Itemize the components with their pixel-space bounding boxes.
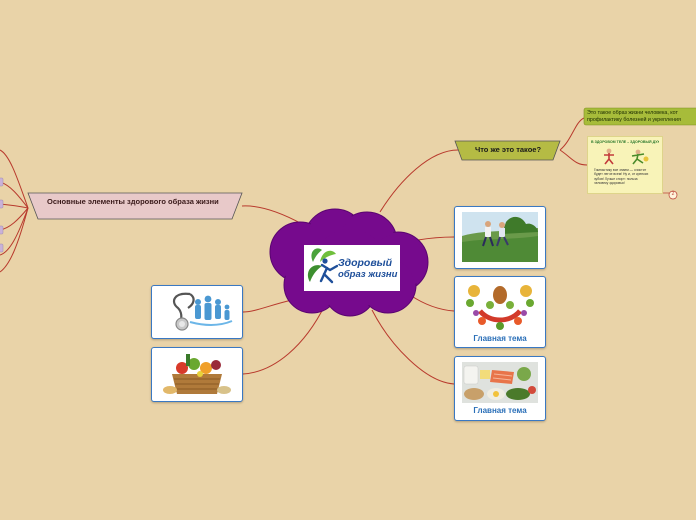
poster-note-card[interactable]: В ЗДОРОВОМ ТЕЛЕ – ЗДОРОВЫЙ ДУХ Гимнастик… [587, 136, 663, 194]
card-fruit-face[interactable]: Главная тема [454, 276, 546, 348]
topic-what-is-shape[interactable] [454, 140, 561, 161]
topic-elements-label[interactable]: Основные элементы здорового образа жизни [47, 197, 219, 206]
healthy-food-photo [462, 362, 538, 403]
logo-line-2: образ жизни [338, 269, 398, 280]
connector-elements [241, 205, 303, 225]
connector-definition [559, 117, 585, 151]
connector-fruit [409, 294, 455, 312]
card-doctor[interactable] [151, 285, 243, 339]
connector-left-sub-3 [0, 203, 29, 209]
connector-left-sub-1 [0, 149, 29, 209]
fruit-vegetable-face-photo [462, 281, 538, 331]
card-healthy-food-label: Главная тема [473, 406, 527, 415]
connector-poster [559, 149, 588, 166]
healthy-lifestyle-logo-icon [307, 248, 339, 284]
poster-text: Гимнастику все знаем — очистит будет лег… [594, 168, 649, 186]
stethoscope-family-icon [172, 292, 233, 331]
connector-left-sub-6 [0, 207, 29, 273]
connector-food [371, 309, 455, 385]
connector-left-sub-5 [0, 207, 29, 256]
central-logo-text: Здоровый образ жизни [336, 257, 402, 281]
connector-running [417, 236, 455, 241]
definition-note-shape[interactable] [583, 107, 696, 126]
central-logo-panel [304, 245, 400, 291]
couple-running-photo [462, 212, 538, 262]
connector-what-is [379, 149, 459, 213]
comment-badge[interactable] [668, 190, 678, 200]
grocery-basket-photo [163, 354, 231, 394]
topic-elements-shape[interactable] [27, 192, 243, 220]
card-healthy-food[interactable]: Главная тема [454, 356, 546, 421]
card-running[interactable] [454, 206, 546, 269]
left-subnode-1[interactable] [0, 177, 4, 187]
definition-note-text[interactable]: Это такое образ жизни человека, кот проф… [587, 110, 681, 123]
central-bubble[interactable] [269, 208, 429, 317]
left-subnode-3[interactable] [0, 225, 4, 235]
card-groceries[interactable] [151, 347, 243, 402]
poster-title: В ЗДОРОВОМ ТЕЛЕ – ЗДОРОВЫЙ ДУХ [591, 140, 659, 144]
logo-line-1: Здоровый [338, 257, 393, 269]
connector-doctor [242, 299, 293, 313]
topic-what-is-label[interactable]: Что же это такое? [474, 145, 542, 154]
left-subnode-2[interactable] [0, 199, 4, 209]
kids-exercising-icon [604, 148, 649, 165]
connector-groceries [242, 304, 326, 375]
card-fruit-face-label: Главная тема [473, 334, 527, 343]
comment-count: 2 [671, 191, 675, 197]
left-subnode-4[interactable] [0, 243, 4, 253]
